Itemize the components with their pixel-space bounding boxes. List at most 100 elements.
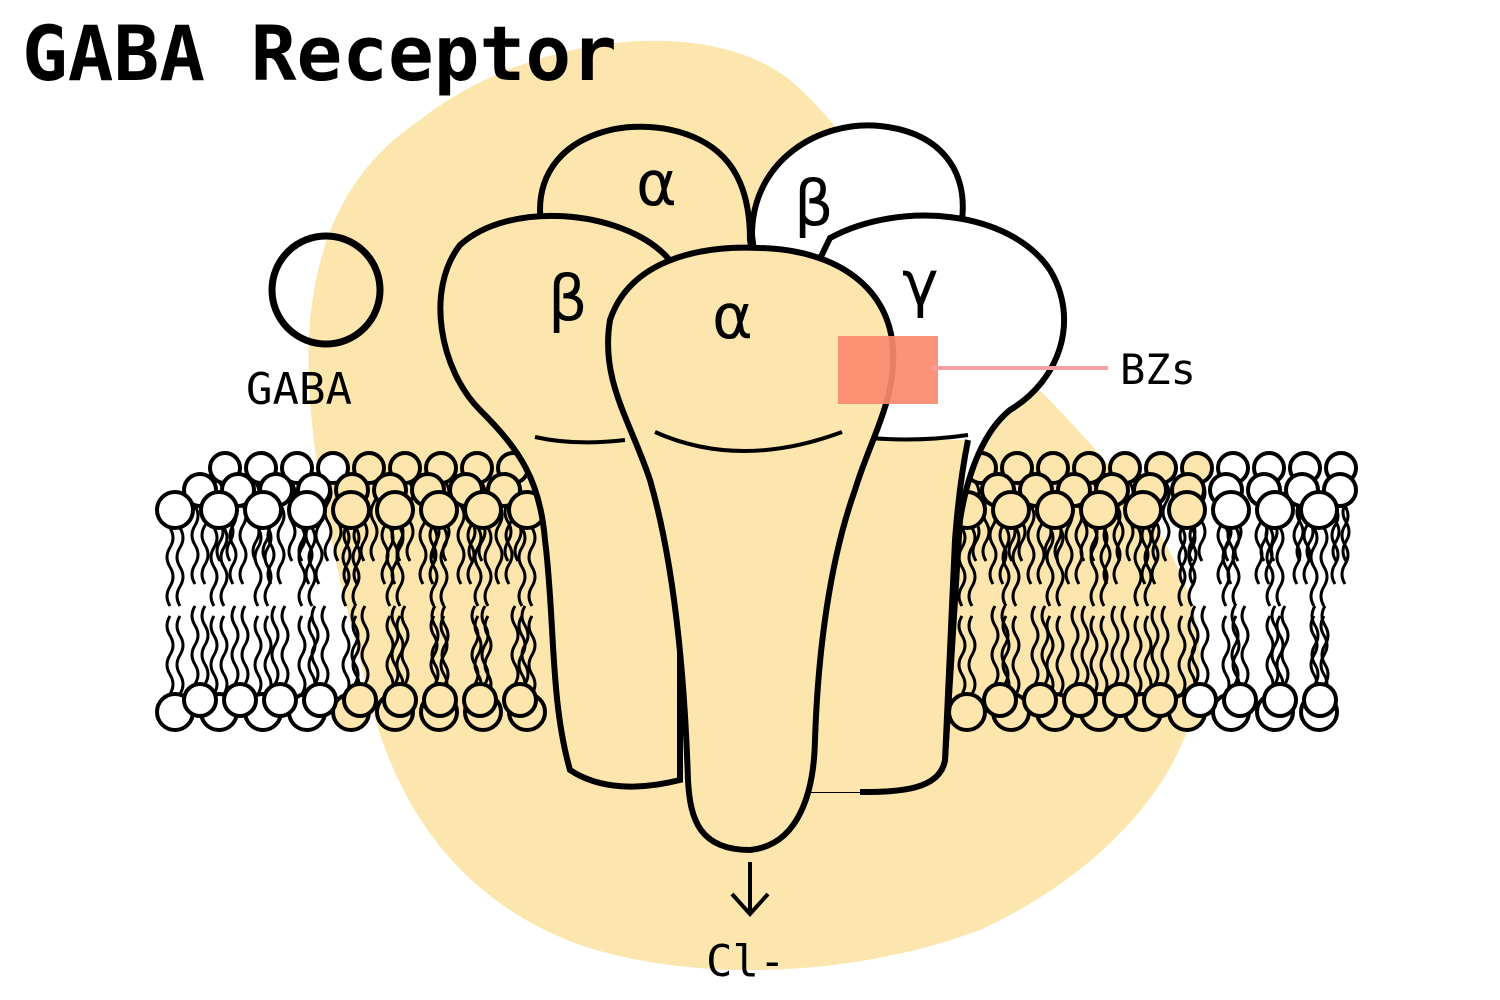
lipid-head [375,490,415,530]
lipid-tail [1040,605,1050,685]
lipid-tail [470,605,480,685]
lipid-head [1299,490,1339,530]
lipid-head [342,682,378,718]
lipid-tail [1143,615,1153,695]
gaba-label: GABA [246,364,352,415]
lipid-tail [1310,605,1320,685]
lipid-tail [310,605,320,685]
lipid-tail [967,527,977,607]
lipid-tail [1230,605,1240,685]
front-alpha-waist-line [654,430,843,453]
lipid-tail [480,605,490,685]
lipid-tail [473,527,483,607]
lipid-tail [385,527,395,607]
lipid-tail [276,505,286,585]
lipid-tail [395,527,405,607]
front-alpha-label: α [712,280,753,353]
lipid-tail [200,605,210,685]
lipid-head [1062,682,1098,718]
lipid-head [982,682,1018,718]
lipid-head [1255,490,1295,530]
lipid-head [1262,682,1298,718]
lipid-head [1102,682,1138,718]
lipid-tail [1089,527,1099,607]
lipid-tail [175,615,185,695]
lipid-tail [1089,615,1099,695]
lipid-head [462,682,498,718]
lipid-tail [1055,527,1065,607]
lipid-head [1022,682,1058,718]
lipid-tail [1133,615,1143,695]
lipid-tail [1240,605,1250,685]
lipid-tail [230,605,240,685]
lipid-tail [1026,505,1036,585]
lipid-tail [957,615,967,695]
chloride-label: Cl- [706,936,785,987]
lipid-tail [341,527,351,607]
lipid-tail [1292,505,1302,585]
lipid-tail [1265,527,1275,607]
gamma-lower-body [810,440,968,792]
lipid-head [1167,490,1207,530]
gamma-waist-line [869,433,969,442]
lipid-tail [240,605,250,685]
lipid-head [382,682,418,718]
lipid-tail [1110,605,1120,685]
lipid-tail [1221,527,1231,607]
lipid-tail [1099,615,1109,695]
lipid-bilayer [155,451,1358,732]
lipid-tail [190,505,200,585]
lipid-tail [385,615,395,695]
lipid-head [287,490,327,530]
lipid-tail [400,605,410,685]
down-arrow-icon [730,862,770,917]
lipid-head [199,490,239,530]
lipid-tail [1011,527,1021,607]
lipid-tail [990,605,1000,685]
lipid-head [1079,490,1119,530]
lipid-head [1123,490,1163,530]
lipid-tail [1309,527,1319,607]
lipid-head [947,692,987,732]
lipid-tail [390,605,400,685]
lipid-head [463,490,503,530]
lipid-tail [263,527,273,607]
lipid-head [991,490,1031,530]
lipid-tail [440,605,450,685]
lipid-tail [957,527,967,607]
lipid-tail [351,527,361,607]
bz-binding-site [838,336,938,404]
lipid-tail [1055,615,1065,695]
lipid-tail [209,527,219,607]
lipid-head [262,682,298,718]
lipid-tail [1280,605,1290,685]
lipid-tail [1120,605,1130,685]
lipid-head [316,451,350,485]
lipid-tail [967,615,977,695]
gamma-lower-outline [859,439,971,795]
lipid-head [1211,490,1251,530]
left-beta-label: β [548,262,588,335]
lipid-head [502,682,538,718]
lipid-tail [1160,605,1170,685]
page-title: GABA Receptor [22,9,617,98]
lipid-tail [520,605,530,685]
lipid-tail [494,505,504,585]
lipid-tail [307,527,317,607]
lipid-tail [439,527,449,607]
lipid-tail [253,615,263,695]
lipid-tail [1231,527,1241,607]
lipid-tail [1080,605,1090,685]
lipid-tail [1340,505,1350,585]
lipid-tail [517,527,527,607]
lipid-tail [1320,605,1330,685]
lipid-tail [165,527,175,607]
lipid-tail [1074,505,1084,585]
lipid-tail [320,605,330,685]
lipid-tail [1270,605,1280,685]
lipid-tail [1319,527,1329,607]
lipid-tail [209,615,219,695]
lipid-tail [1190,605,1200,685]
lipid-tail [527,527,537,607]
